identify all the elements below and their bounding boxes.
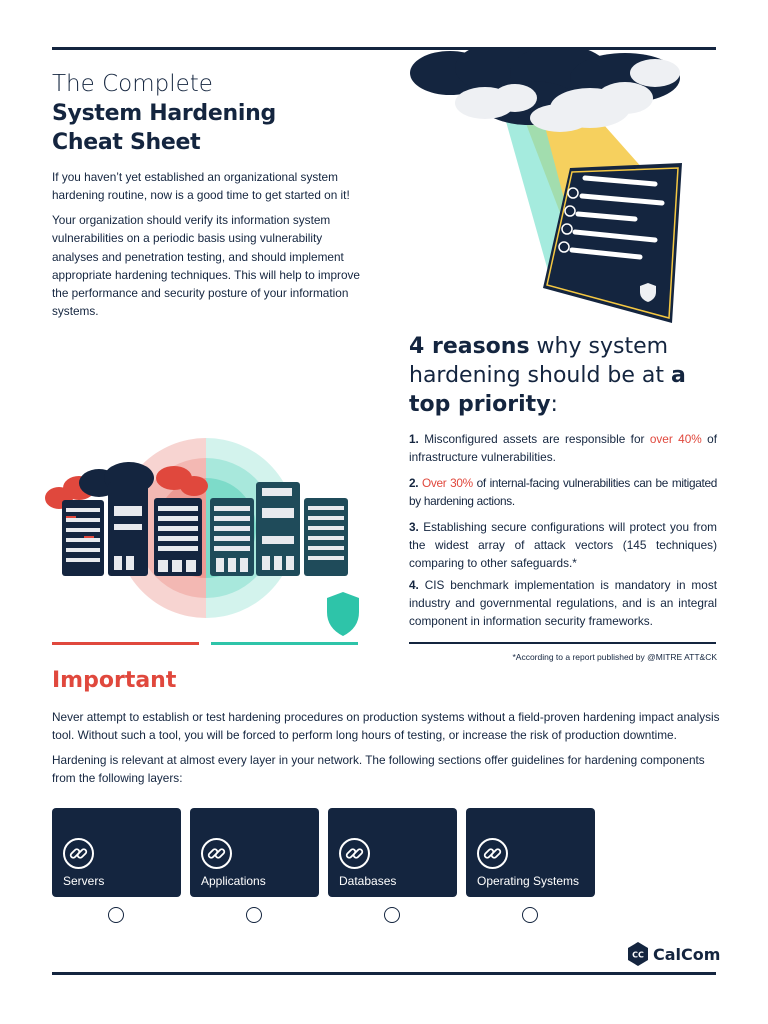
red-divider — [52, 642, 199, 645]
reasons-heading-end: : — [550, 392, 558, 417]
reasons-heading-middle: why system hardening should be at — [409, 334, 672, 388]
important-paragraph-2: Hardening is relevant at almost every la… — [52, 753, 705, 785]
top-rule — [52, 47, 716, 50]
reason-number: 1. — [409, 432, 419, 446]
layer-label: Databases — [339, 874, 397, 888]
logo-text: CC — [632, 951, 644, 960]
layer-label: Operating Systems — [477, 874, 580, 888]
reason-item-3: 3. Establishing secure configurations wi… — [409, 518, 717, 572]
layer-card-servers[interactable]: Servers — [52, 808, 181, 897]
checklist-illustration — [410, 48, 682, 323]
reason-item-4: 4. CIS benchmark implementation is manda… — [409, 576, 717, 630]
reason-number: 4. — [409, 578, 419, 592]
layer-card-operating-systems[interactable]: Operating Systems — [466, 808, 595, 897]
radio-servers[interactable] — [108, 907, 124, 923]
reason-text: CIS benchmark implementation is mandator… — [409, 578, 717, 628]
title-line-3: Cheat Sheet — [52, 130, 201, 155]
reason-number: 3. — [409, 520, 419, 534]
servers-illustration — [45, 438, 359, 636]
footnote: *According to a report published by @MIT… — [512, 652, 717, 662]
shield-icon — [327, 592, 359, 636]
reasons-heading-bold-2: a top priority — [409, 363, 686, 417]
layer-card-applications[interactable]: Applications — [190, 808, 319, 897]
page-title: The Complete System Hardening Cheat Shee… — [52, 70, 372, 157]
reason-highlight: Over 30% — [422, 476, 473, 490]
reason-text-end: of infrastructure vulnerabilities. — [409, 432, 717, 464]
reasons-divider — [409, 642, 716, 644]
intro-paragraph-1: If you haven’t yet established an organi… — [52, 170, 350, 203]
checklist-document — [543, 163, 682, 323]
intro-paragraph-2: Your organization should verify its info… — [52, 213, 360, 319]
radio-operating-systems[interactable] — [522, 907, 538, 923]
radio-databases[interactable] — [384, 907, 400, 923]
calcom-logo: CC — [628, 942, 648, 966]
bottom-rule — [52, 972, 716, 975]
reason-item-1: 1. Misconfigured assets are responsible … — [409, 430, 717, 466]
link-icon — [201, 838, 232, 869]
reasons-heading-bold-1: 4 reasons — [409, 334, 530, 359]
reason-text: Misconfigured assets are responsible for — [418, 432, 650, 446]
teal-divider — [211, 642, 358, 645]
reason-number: 2. — [409, 476, 419, 490]
title-line-1: The Complete — [52, 71, 213, 97]
reason-text: Establishing secure configurations will … — [409, 520, 717, 570]
reason-item-2: 2. Over 30% of internal-facing vulnerabi… — [409, 474, 717, 510]
important-paragraph-1: Never attempt to establish or test harde… — [52, 710, 720, 742]
title-line-2: System Hardening — [52, 101, 276, 126]
important-heading: Important — [52, 668, 177, 693]
link-icon — [63, 838, 94, 869]
link-icon — [339, 838, 370, 869]
shield-icon — [640, 283, 656, 302]
link-icon — [477, 838, 508, 869]
reasons-heading: 4 reasons why system hardening should be… — [409, 332, 729, 419]
layer-card-databases[interactable]: Databases — [328, 808, 457, 897]
layer-label: Applications — [201, 874, 266, 888]
radio-applications[interactable] — [246, 907, 262, 923]
brand: CC CalCom — [628, 941, 720, 967]
reason-text-end: of internal-facing vulnerabilities can b… — [409, 476, 717, 508]
white-cloud — [455, 59, 680, 132]
layer-label: Servers — [63, 874, 105, 888]
reason-highlight: over 40% — [649, 432, 702, 446]
brand-name: CalCom — [653, 944, 721, 964]
